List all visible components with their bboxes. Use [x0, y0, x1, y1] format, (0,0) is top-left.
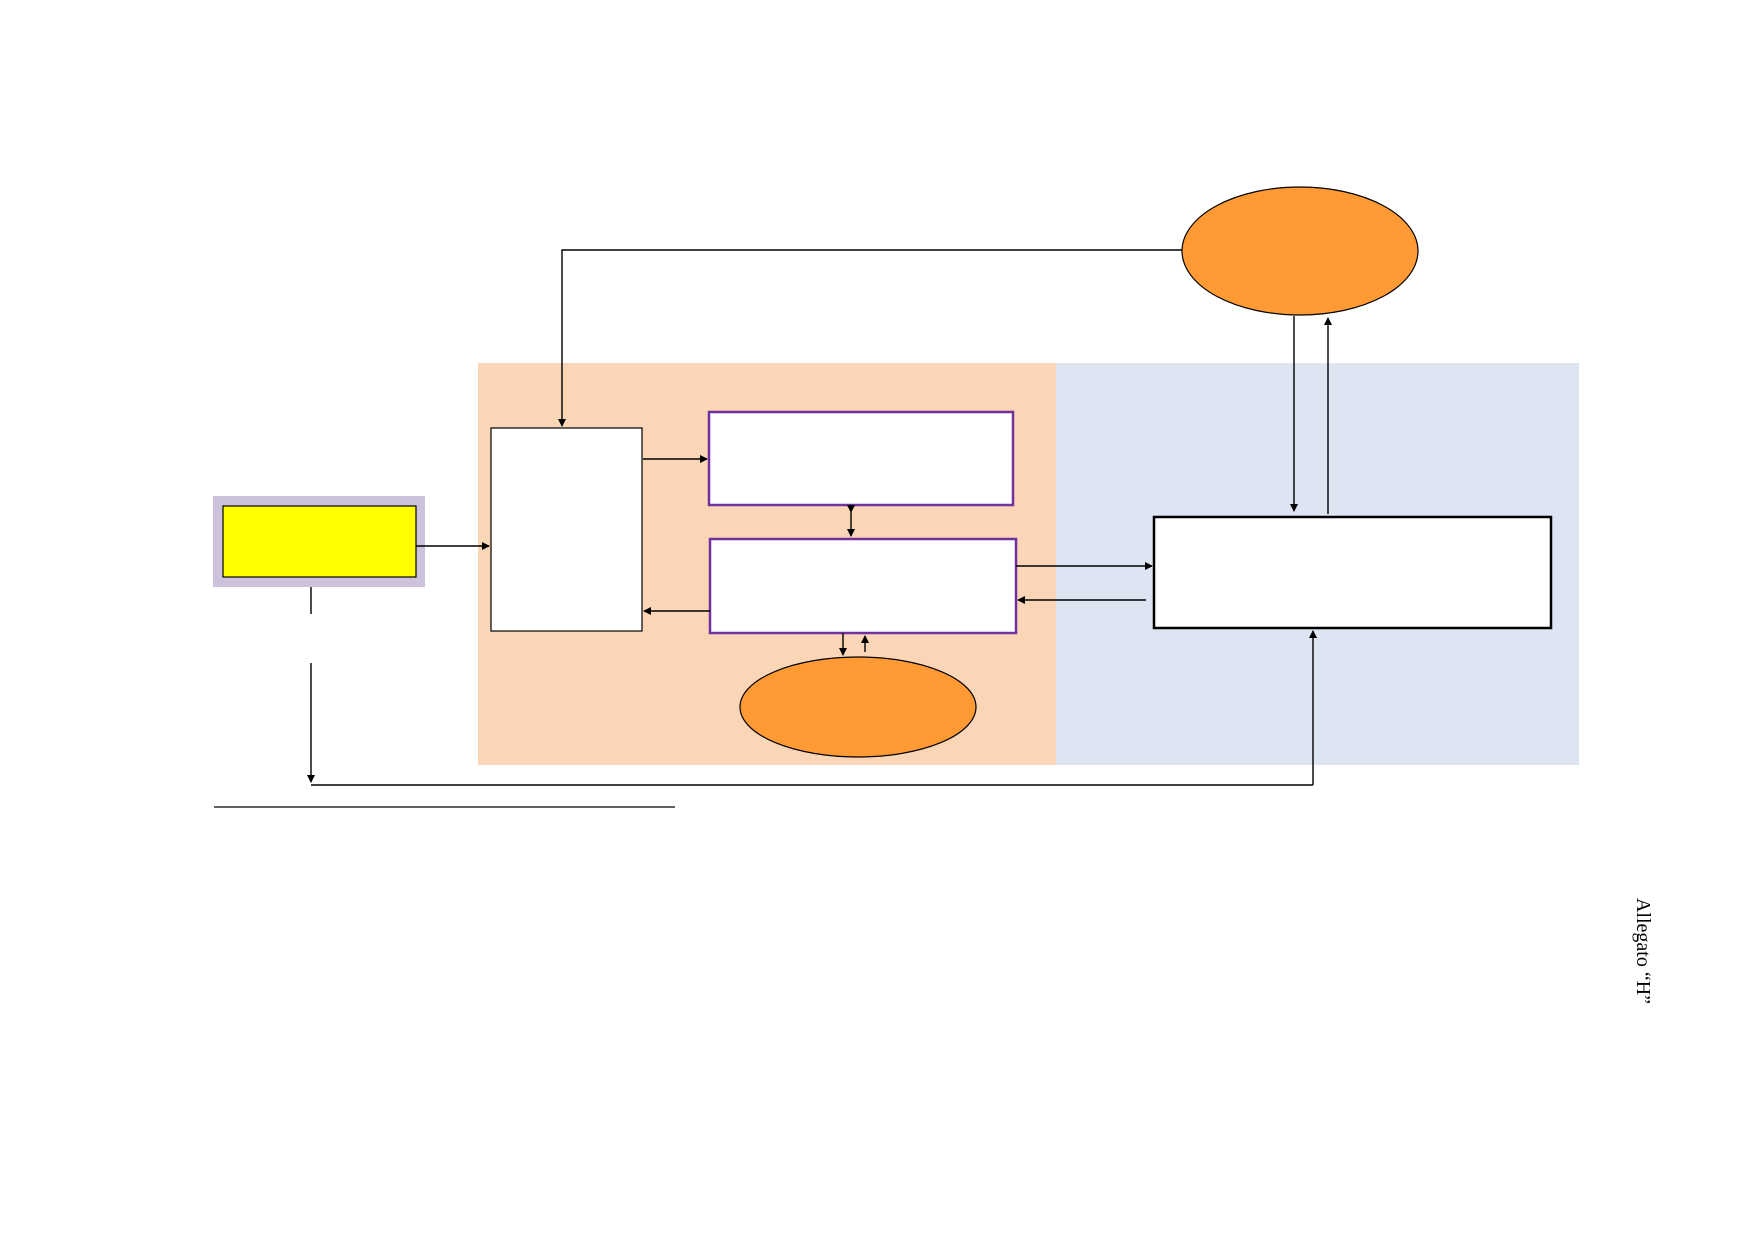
large-right-box	[1152, 515, 1553, 630]
connector-top-ellipse-to-tall-box	[558, 249, 1182, 427]
lower-purple-box	[708, 537, 1018, 635]
upper-purple-box	[707, 410, 1015, 507]
yellow-box	[222, 505, 417, 578]
tall-white-box	[490, 427, 643, 632]
bottom-ellipse	[739, 656, 977, 758]
top-ellipse	[1181, 186, 1419, 316]
annex-label: Allegato “H”	[1632, 897, 1654, 1005]
